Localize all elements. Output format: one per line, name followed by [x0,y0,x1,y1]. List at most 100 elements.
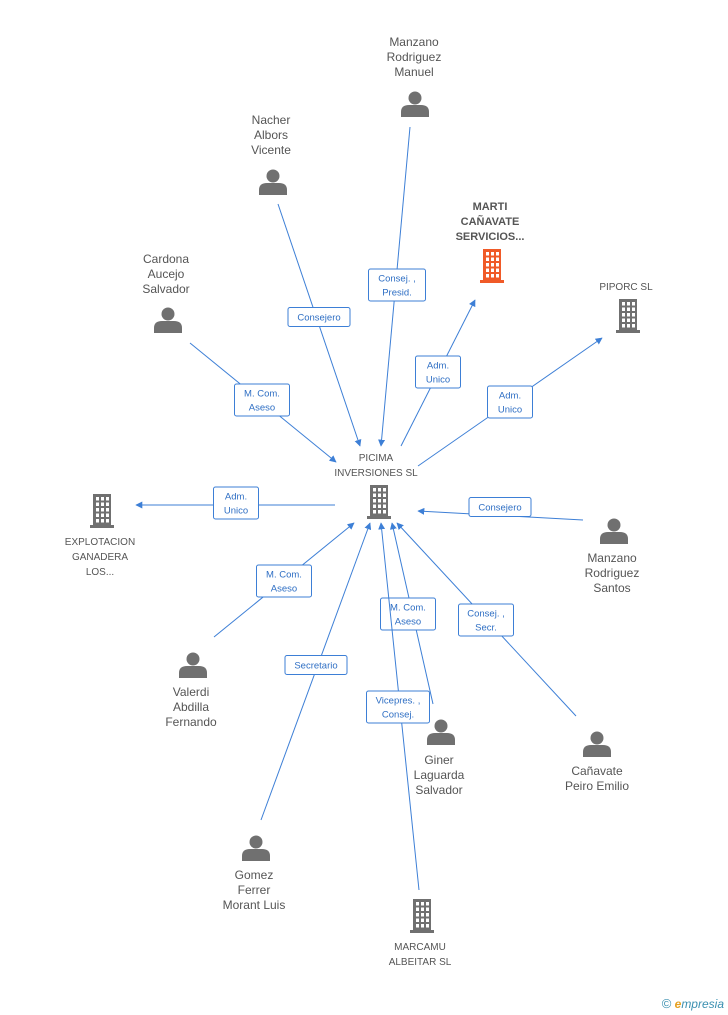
node-label: Salvador [415,783,462,797]
copyright-symbol: © [661,996,672,1011]
edge-picima-to-piporc: Adm. Unico [417,337,603,467]
edge-label-text: M. Com. [244,389,280,400]
node-label: Fernando [165,715,217,729]
node-label: Nacher [252,113,291,127]
node-marcamu[interactable]: MARCAMU ALBEITAR SL [389,899,452,968]
edge-label-box[interactable] [213,486,259,520]
edge-label-box[interactable] [287,307,351,327]
edge-label-text: Adm. [225,492,247,503]
edge-label-box[interactable] [380,597,436,631]
node-explot[interactable]: EXPLOTACIONGANADERALOS... [65,494,135,578]
edge-label-text: Consej. , [467,609,505,620]
edge-label-text: Adm. [427,361,449,372]
node-label: Aucejo [148,267,185,281]
edge-gomez-to-picima: Secretario [260,522,372,821]
node-label: Valerdi [173,685,209,699]
edge-label-text: Consej. [382,710,414,721]
person-icon [427,719,455,745]
edge-label-box[interactable] [234,383,290,417]
person-icon [179,652,207,678]
node-label: Ferrer [238,883,271,897]
edge-label-text: Aseso [395,617,421,628]
edge-manzano_m-to-picima: Consej. , Presid. [368,126,426,447]
edge-label-box[interactable] [366,690,430,724]
node-label: Peiro Emilio [565,779,629,793]
node-label: Manzano [587,551,637,565]
edge-cardona-to-picima: M. Com. Aseso [189,342,337,463]
edge-label-text: Consejero [297,313,340,324]
node-label: GANADERA [72,552,128,563]
node-label: Morant Luis [223,898,286,912]
edge-label-text: M. Com. [266,570,302,581]
edge-picima-to-explot: Adm. Unico [135,486,335,520]
building-icon [480,249,504,283]
edge-label-text: M. Com. [390,603,426,614]
edge-label-text: Secr. [475,623,497,634]
node-marti[interactable]: MARTICAÑAVATESERVICIOS... [456,201,525,283]
edge-label-box[interactable] [284,655,348,675]
edge-label-text: Consejero [478,503,521,514]
node-label: Vicente [251,143,291,157]
node-label: Salvador [142,282,189,296]
person-icon [259,169,287,195]
edge-label-text: Unico [224,506,248,517]
person-icon [600,518,628,544]
edge-label-text: Vicepres. , [376,696,421,707]
node-label: Rodriguez [387,50,442,64]
edge-nacher-to-picima: Consejero [277,203,362,447]
edge-label-text: Unico [498,405,522,416]
building-icon [367,485,391,519]
node-label: LOS... [86,567,114,578]
node-label: SERVICIOS... [456,231,525,243]
brand-initial: e [674,997,682,1011]
node-label: Manuel [394,65,433,79]
edge-label-text: Adm. [499,391,521,402]
edge-label-text: Secretario [294,661,337,672]
edge-label-text: Presid. [382,288,412,299]
edge-valerdi-to-picima: M. Com.Aseso [213,522,355,638]
person-icon [583,731,611,757]
building-icon [90,494,114,528]
edge-label-text: Unico [426,375,450,386]
edge-label-box[interactable] [458,603,514,637]
edge-canavate-to-picima: Consej. , Secr. [396,522,577,717]
edge-manzano_s-to-picima: Consejero [417,497,584,521]
edge-label-text: Aseso [249,403,275,414]
watermark: © empresia [662,996,724,1011]
edge-picima-to-marti: Adm. Unico [400,299,476,447]
edge-label-box[interactable] [368,268,426,302]
edge-label-box[interactable] [415,355,461,389]
node-label: Abdilla [173,700,209,714]
building-icon [616,299,640,333]
node-label: ALBEITAR SL [389,957,452,968]
node-label: MARCAMU [394,942,446,953]
node-label: Laguarda [414,768,465,782]
node-label: Giner [424,753,453,767]
node-label: CAÑAVATE [461,215,520,228]
edge-label-text: Consej. , [378,274,416,285]
node-label: Gomez [235,868,274,882]
edge-label-box[interactable] [468,497,532,517]
edge-label-box[interactable] [487,385,533,419]
edge-giner-to-picima: M. Com. Aseso [380,522,436,705]
node-piporc[interactable]: PIPORC SL [599,282,653,333]
node-label: INVERSIONES SL [334,468,418,479]
node-label: Albors [254,128,288,142]
edge-label-box[interactable] [256,564,312,598]
building-icon [410,899,434,933]
node-label: Rodriguez [585,566,640,580]
node-label: Cañavate [571,764,623,778]
person-icon [242,835,270,861]
node-label: Manzano [389,35,439,49]
